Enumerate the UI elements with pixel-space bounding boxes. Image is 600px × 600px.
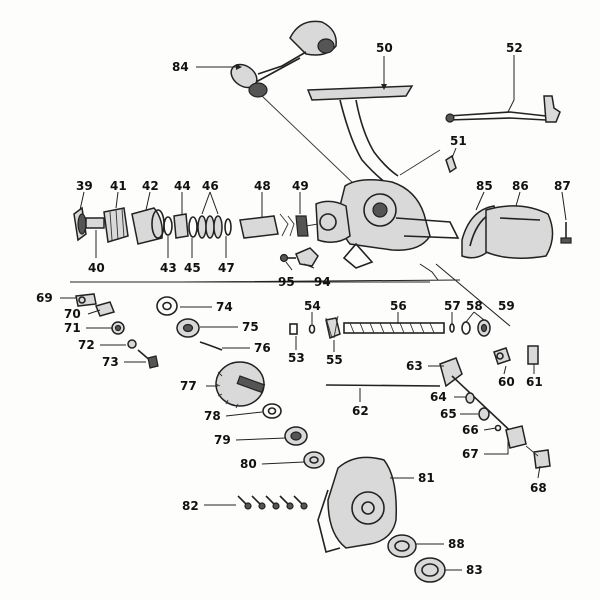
screws-82: [237, 495, 308, 510]
label-84: 84: [172, 60, 189, 74]
part-labels: 84 50 52 51 39 41 42 44 46 48 49 85 86 8…: [36, 41, 571, 577]
label-39: 39: [76, 179, 93, 193]
label-75: 75: [242, 320, 259, 334]
label-76: 76: [254, 341, 271, 355]
label-82: 82: [182, 499, 199, 513]
label-77: 77: [180, 379, 197, 393]
label-80: 80: [240, 457, 257, 471]
label-73: 73: [102, 355, 119, 369]
label-68: 68: [530, 481, 547, 495]
label-87: 87: [554, 179, 571, 193]
label-57: 57: [444, 299, 461, 313]
rod-62: [325, 384, 441, 387]
label-41: 41: [110, 179, 127, 193]
label-44: 44: [174, 179, 191, 193]
label-40: 40: [88, 261, 105, 275]
side-cover-85-86: [461, 205, 554, 259]
label-50: 50: [376, 41, 393, 55]
side-plate-81: [317, 456, 397, 553]
label-83: 83: [466, 563, 483, 577]
label-56: 56: [390, 299, 407, 313]
label-94: 94: [314, 275, 331, 289]
label-71: 71: [64, 321, 81, 335]
label-78: 78: [204, 409, 221, 423]
label-63: 63: [406, 359, 423, 373]
label-53: 53: [288, 351, 305, 365]
label-81: 81: [418, 471, 435, 485]
label-61: 61: [526, 375, 543, 389]
label-46: 46: [202, 179, 219, 193]
bail-arm: [445, 95, 561, 123]
label-42: 42: [142, 179, 159, 193]
main-shaft-row: [289, 315, 491, 340]
label-65: 65: [440, 407, 457, 421]
label-51: 51: [450, 134, 467, 148]
label-58: 58: [466, 299, 483, 313]
spool-assembly-row: [73, 206, 319, 245]
label-79: 79: [214, 433, 231, 447]
label-64: 64: [430, 390, 447, 404]
label-47: 47: [218, 261, 235, 275]
label-48: 48: [254, 179, 271, 193]
label-85: 85: [476, 179, 493, 193]
screw-95: [279, 253, 296, 263]
label-49: 49: [292, 179, 309, 193]
parts-60-61: [493, 345, 539, 365]
label-88: 88: [448, 537, 465, 551]
part-94: [295, 247, 319, 267]
label-70: 70: [64, 307, 81, 321]
label-45: 45: [184, 261, 201, 275]
label-62: 62: [352, 404, 369, 418]
label-43: 43: [160, 261, 177, 275]
label-60: 60: [498, 375, 515, 389]
label-72: 72: [78, 338, 95, 352]
bearings-88-83: [387, 534, 446, 583]
label-67: 67: [462, 447, 479, 461]
label-86: 86: [512, 179, 529, 193]
reel-body: [306, 85, 460, 269]
part-51: [445, 154, 457, 174]
leader-lines: [60, 55, 567, 571]
right-small-parts: [439, 357, 551, 469]
label-54: 54: [304, 299, 321, 313]
handle-assembly: [230, 20, 356, 186]
rotor-side-stack: [156, 296, 325, 469]
label-55: 55: [326, 353, 343, 367]
label-52: 52: [506, 41, 523, 55]
label-95: 95: [278, 275, 295, 289]
label-74: 74: [216, 300, 233, 314]
label-66: 66: [462, 423, 479, 437]
label-59: 59: [498, 299, 515, 313]
leader-arrowheads: [236, 64, 387, 90]
label-69: 69: [36, 291, 53, 305]
screw-87: [560, 222, 572, 244]
